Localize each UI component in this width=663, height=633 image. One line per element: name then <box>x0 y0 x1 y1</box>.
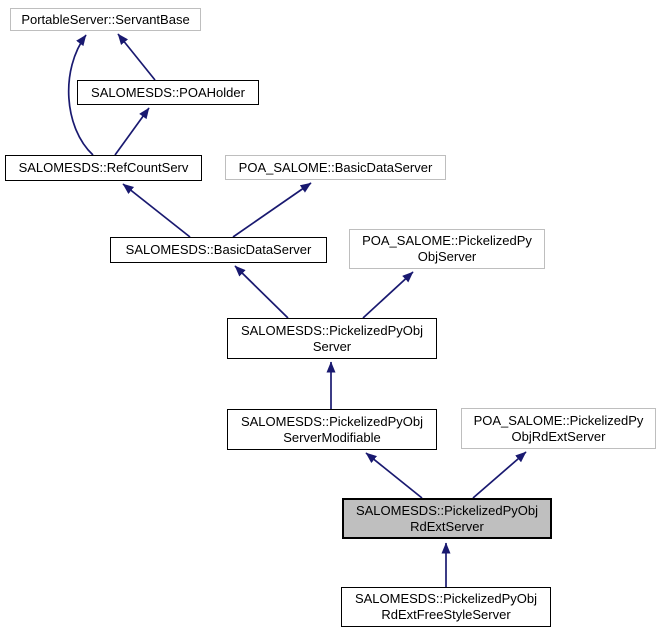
edge-basicdataserver-to-poa-basicdataserver <box>232 182 312 238</box>
edge-pickelizedpyobjserver-to-poa-pickelizedpyobjserver <box>362 271 414 319</box>
class-node-salomesds-poaholder[interactable]: SALOMESDS::POAHolder <box>77 80 259 105</box>
class-node-poa-salome-basicdataserver: POA_SALOME::BasicDataServer <box>225 155 446 180</box>
class-name: SALOMESDS::POAHolder <box>91 84 245 100</box>
class-node-salomesds-basicdataserver[interactable]: SALOMESDS::BasicDataServer <box>110 237 327 263</box>
class-name-line-2: RdExtFreeStyleServer <box>381 607 511 622</box>
class-name-line-1: SALOMESDS::PickelizedPyObj <box>354 591 538 606</box>
class-node-salomesds-pickelizedpyobjserver[interactable]: SALOMESDS::PickelizedPyObj Server <box>227 318 437 359</box>
edge-refcountserv-to-poaholder <box>114 107 150 156</box>
class-node-salomesds-pickelizedpyobjrdextserver-current: SALOMESDS::PickelizedPyObj RdExtServer <box>342 498 552 539</box>
class-name: SALOMESDS::RefCountServ <box>18 160 189 175</box>
class-name-line-2: Server <box>312 338 352 354</box>
edge-poaholder-to-servantbase <box>117 33 156 81</box>
class-name-line-1: SALOMESDS::PickelizedPyObj <box>355 502 539 518</box>
class-node-salomesds-pickelizedpyobjrdextfreestyleserver[interactable]: SALOMESDS::PickelizedPyObj RdExtFreeStyl… <box>341 587 551 627</box>
edge-refcountserv-to-servantbase <box>67 34 94 156</box>
class-name-line-1: SALOMESDS::PickelizedPyObj <box>240 413 424 429</box>
edge-basicdataserver-to-refcountserv <box>122 183 191 238</box>
class-name-line-1: SALOMESDS::PickelizedPyObj <box>240 322 424 338</box>
class-name-line-2: ObjServer <box>417 249 477 264</box>
class-name-line-1: POA_SALOME::PickelizedPy <box>473 412 644 428</box>
class-name-line-2: RdExtServer <box>410 518 484 534</box>
edge-pickelizedpyobjserver-to-basicdataserver <box>234 265 289 319</box>
class-node-portableserver-servantbase: PortableServer::ServantBase <box>10 8 201 31</box>
class-node-salomesds-pickelizedpyobjservermodifiable[interactable]: SALOMESDS::PickelizedPyObj ServerModifia… <box>227 409 437 450</box>
class-name: PortableServer::ServantBase <box>21 11 190 27</box>
class-name-line-2: ObjRdExtServer <box>511 428 606 444</box>
class-node-salomesds-refcountserv[interactable]: SALOMESDS::RefCountServ <box>5 155 202 181</box>
class-node-poa-salome-pickelizedpyobjserver: POA_SALOME::PickelizedPy ObjServer <box>349 229 545 269</box>
class-name-line-1: POA_SALOME::PickelizedPy <box>362 233 532 248</box>
class-name: SALOMESDS::BasicDataServer <box>125 242 312 257</box>
class-name: POA_SALOME::BasicDataServer <box>238 159 433 175</box>
edge-rdextserver-to-poa-objrdextserver <box>472 451 527 499</box>
class-name-line-2: ServerModifiable <box>283 429 381 445</box>
class-node-poa-salome-pickelizedpyobjrdextserver: POA_SALOME::PickelizedPy ObjRdExtServer <box>461 408 656 449</box>
edge-rdextserver-to-servermodifiable <box>365 452 423 499</box>
